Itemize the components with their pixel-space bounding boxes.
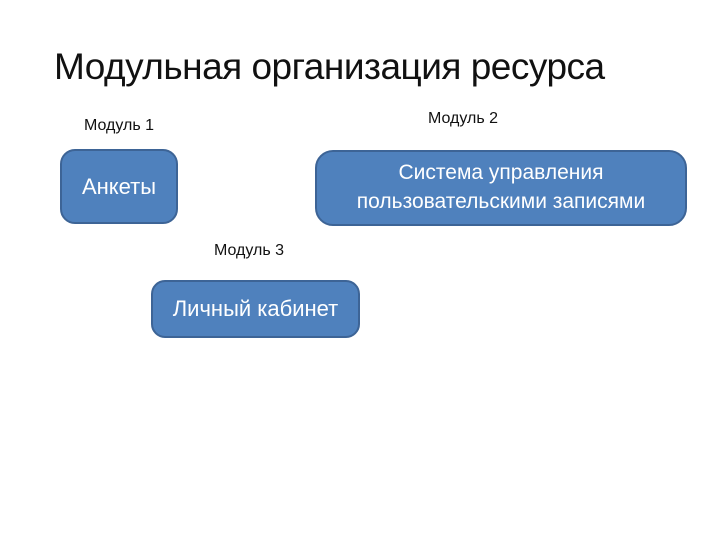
slide-title: Модульная организация ресурса [54,46,605,87]
module-2-box-text: Система управления пользовательскими зап… [356,161,646,213]
module-2-label: Модуль 2 [428,110,499,127]
module-3-box-text: Личный кабинет [172,296,339,321]
module-3-label: Модуль 3 [214,242,285,259]
module-1-label: Модуль 1 [84,117,155,134]
module-1-box-text: Анкеты [81,173,157,199]
module-2-box: Система управления пользовательскими зап… [315,150,687,226]
module-1-box: Анкеты [60,149,178,224]
module-3-box: Личный кабинет [151,280,360,338]
